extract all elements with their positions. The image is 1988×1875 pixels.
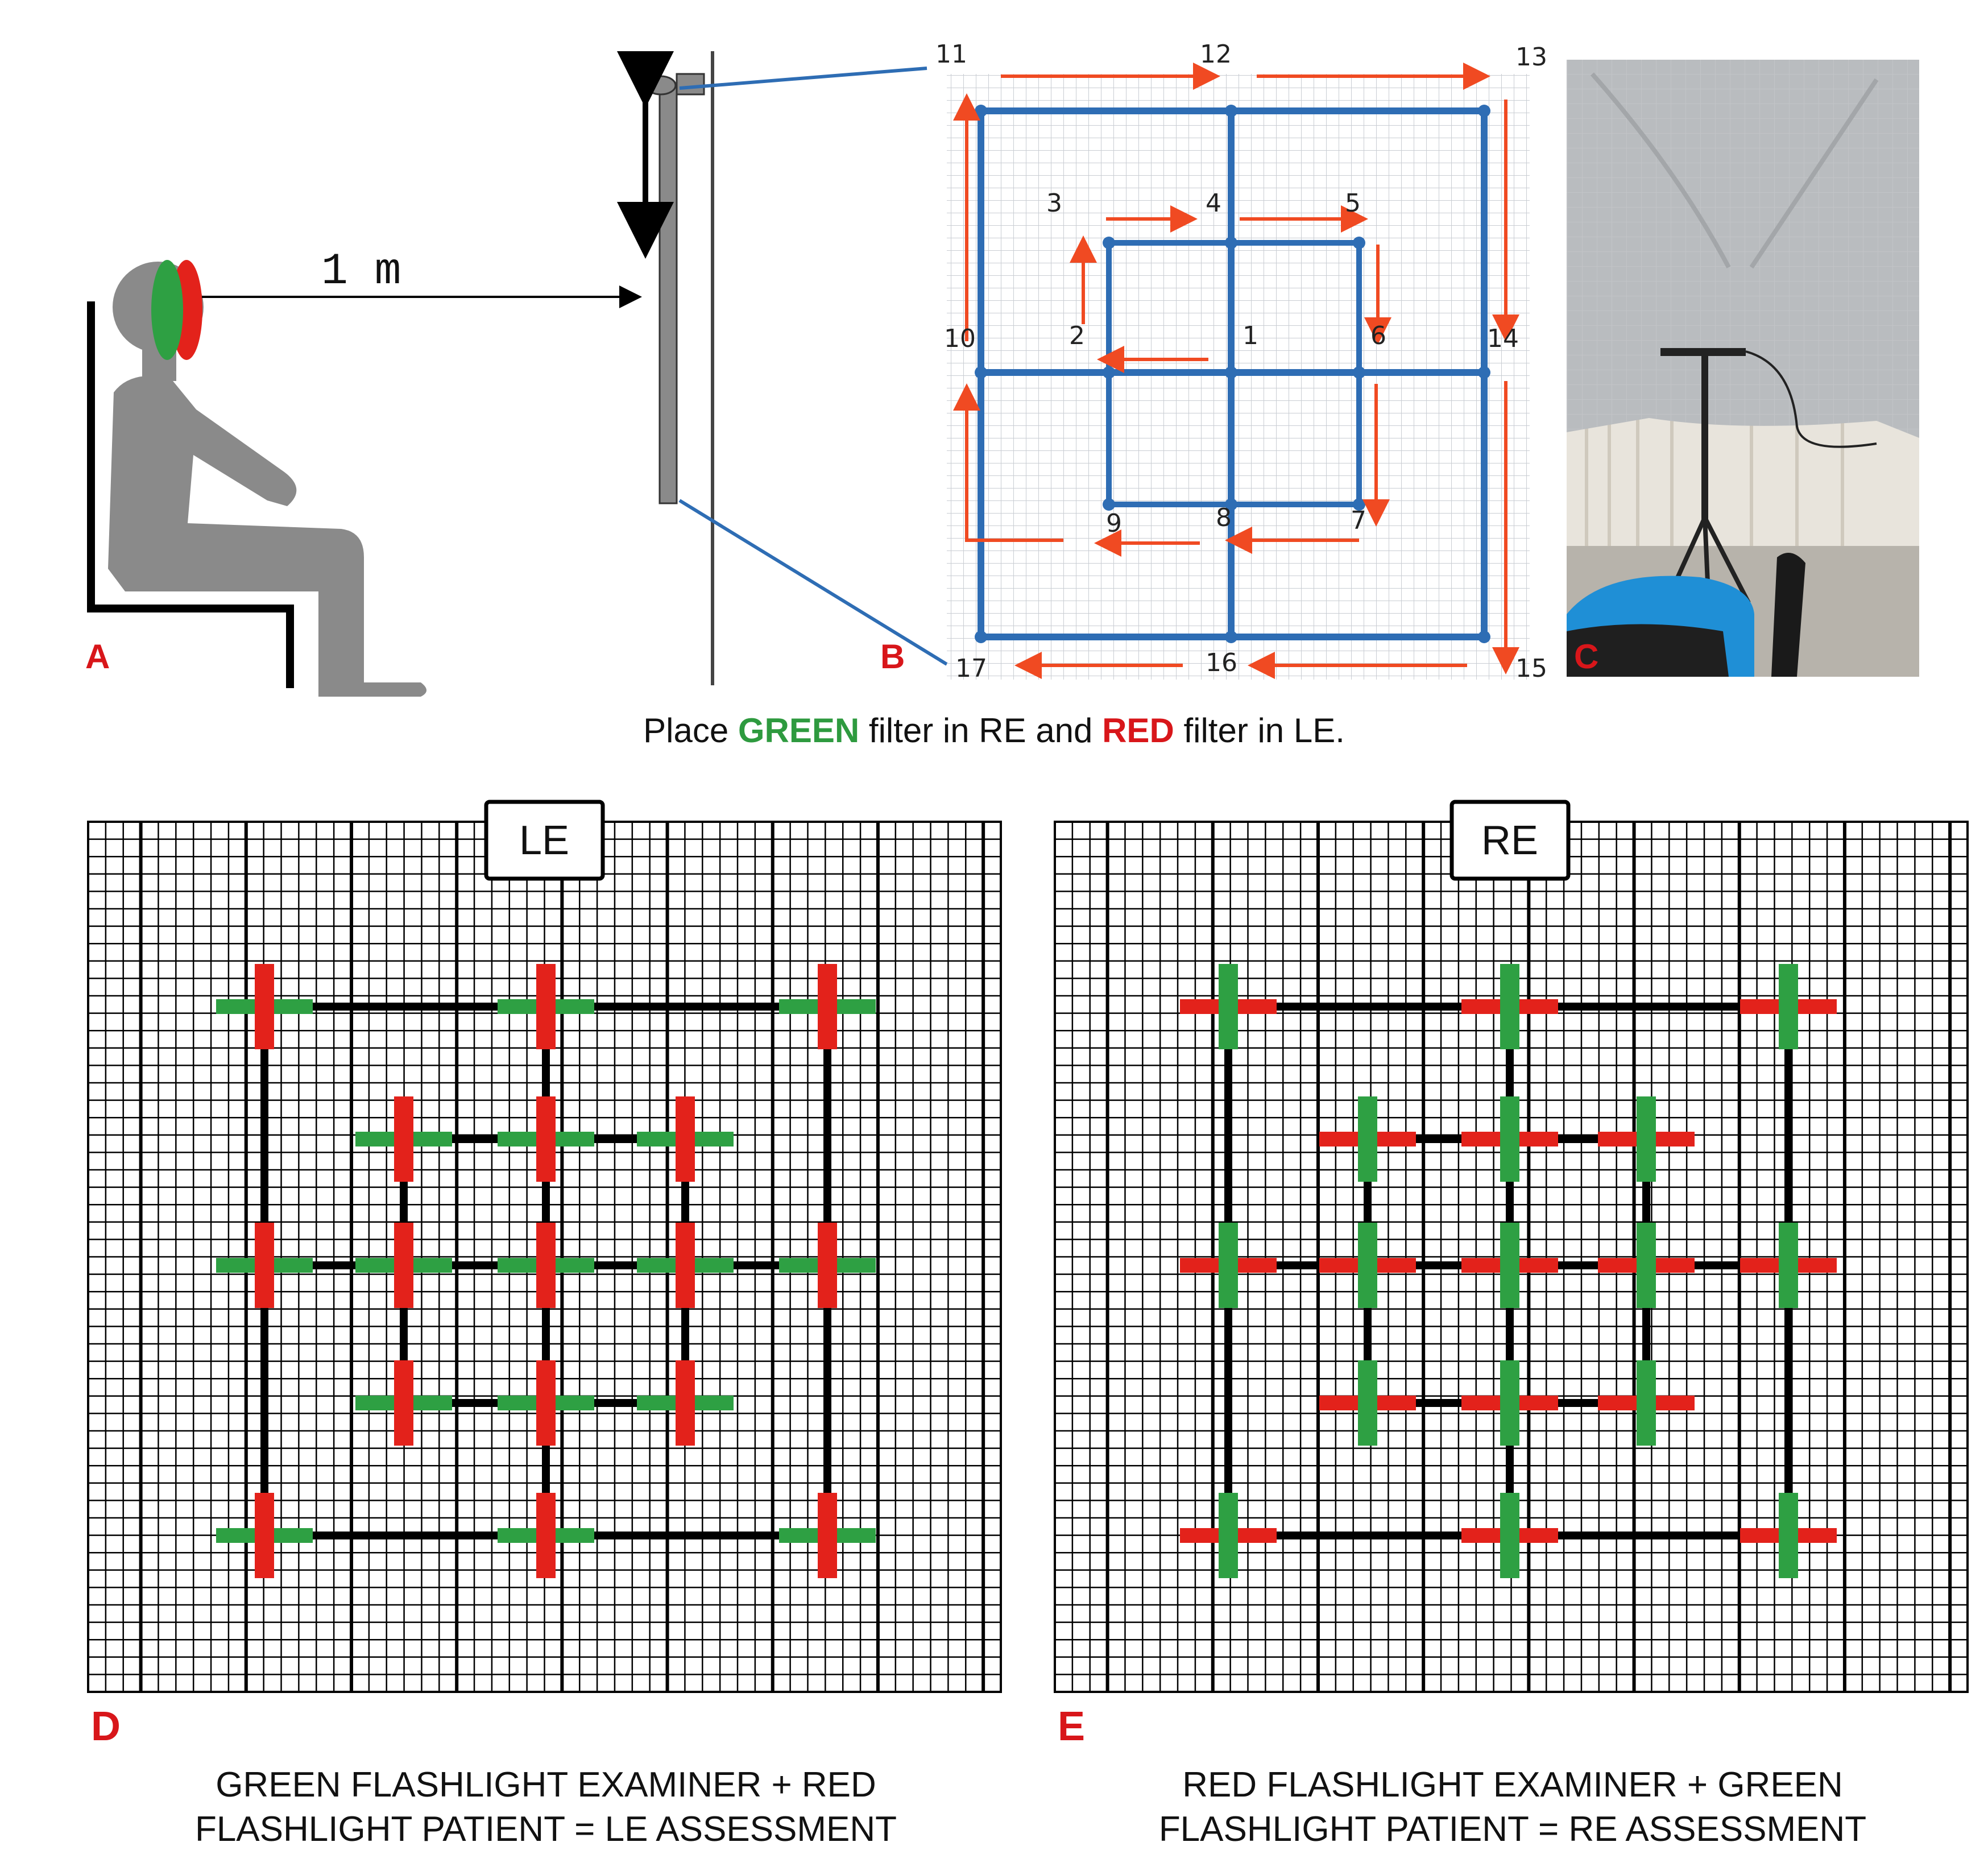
screen-board [658, 84, 678, 504]
vertical-light-bar [1500, 1096, 1519, 1182]
distance-label: 1 m [321, 247, 401, 297]
vertical-light-bar [1637, 1223, 1656, 1308]
vertical-light-bar [394, 1096, 413, 1182]
panel-d-caption: GREEN FLASHLIGHT EXAMINER + RED FLASHLIG… [194, 1765, 897, 1849]
panel-c-photo [1567, 60, 1919, 677]
panel-letter-d: D [91, 1704, 121, 1749]
route-node-dot [975, 631, 987, 643]
panel-letter-c: C [1574, 638, 1598, 676]
vertical-light-bar [1637, 1096, 1656, 1182]
route-point-label: 12 [1200, 40, 1232, 69]
route-node-dot [1353, 498, 1365, 511]
vertical-light-bar [255, 1493, 274, 1578]
le-label-box [484, 800, 605, 881]
vertical-light-bar [1637, 1360, 1656, 1446]
connector-top [679, 67, 927, 90]
green-word: GREEN [738, 711, 860, 750]
vertical-light-bar [1500, 1493, 1519, 1578]
route-point-label: 10 [944, 324, 976, 353]
route-point-label: 3 [1046, 189, 1062, 218]
vertical-light-bar [1500, 1223, 1519, 1308]
panel-a-setup-diagram [87, 51, 714, 697]
panel-e-grid [1054, 821, 1969, 1693]
patient-body [108, 375, 426, 697]
connector-bottom [678, 499, 948, 666]
route-node-dot [1225, 237, 1237, 249]
re-label: RE [1481, 818, 1538, 863]
vertical-light-bar [676, 1360, 695, 1446]
vertical-light-bar [1358, 1096, 1377, 1182]
vertical-light-bar [1779, 1223, 1798, 1308]
vertical-light-bar [1500, 964, 1519, 1049]
route-point-label: 15 [1515, 654, 1547, 683]
vertical-light-bar [1779, 1493, 1798, 1578]
vertical-light-bar [1358, 1223, 1377, 1308]
route-node-dot [1103, 237, 1115, 249]
panel-e-caption: RED FLASHLIGHT EXAMINER + GREEN FLASHLIG… [1158, 1765, 1867, 1849]
route-node-dot [975, 366, 987, 379]
vertical-light-bar [1500, 1360, 1519, 1446]
vertical-light-bar [536, 1360, 556, 1446]
route-point-label: 1 [1242, 321, 1258, 350]
panel-letter-e: E [1058, 1704, 1085, 1749]
vertical-light-bar [536, 964, 556, 1049]
route-point-label: 11 [935, 40, 967, 69]
red-word: RED [1102, 711, 1174, 750]
vertical-light-bar [394, 1360, 413, 1446]
re-label-box [1449, 800, 1571, 881]
le-label: LE [519, 818, 569, 863]
vertical-light-bar [676, 1096, 695, 1182]
route-node-dot [975, 105, 987, 117]
flashlight-device [645, 75, 677, 96]
route-point-label: 17 [955, 654, 987, 683]
vertical-light-bar [1219, 964, 1238, 1049]
route-node-dot [1225, 498, 1237, 511]
vertical-light-bar [1219, 1493, 1238, 1578]
route-node-dot [1353, 237, 1365, 249]
panel-letter-a: A [85, 638, 110, 676]
route-node-dot [1225, 631, 1237, 643]
chair-outline [87, 301, 294, 688]
panel-letter-b: B [880, 638, 905, 676]
projector-mount [676, 73, 705, 96]
route-node-dot [1478, 631, 1490, 643]
route-point-label: 4 [1206, 189, 1221, 218]
route-point-label: 13 [1515, 43, 1547, 72]
filter-instruction: Place GREEN filter in RE and RED filter … [643, 711, 1345, 750]
route-node-dot [1103, 366, 1115, 379]
route-point-label: 6 [1370, 321, 1386, 350]
vertical-light-bar [1358, 1360, 1377, 1446]
panel-d-grid [87, 821, 1002, 1693]
vertical-light-bar [255, 964, 274, 1049]
vertical-light-bar [255, 1223, 274, 1308]
route-point-label: 2 [1069, 321, 1085, 350]
vertical-light-bar [536, 1493, 556, 1578]
vertical-light-bar [1219, 1223, 1238, 1308]
vertical-light-bar [818, 1223, 837, 1308]
route-node-dot [1353, 366, 1365, 379]
vertical-light-bar [818, 964, 837, 1049]
vertical-light-bar [818, 1493, 837, 1578]
route-node-dot [1225, 366, 1237, 379]
vertical-light-bar [394, 1223, 413, 1308]
route-point-label: 7 [1351, 506, 1366, 535]
route-node-dot [1478, 366, 1490, 379]
route-point-label: 14 [1487, 324, 1519, 353]
route-point-label: 8 [1216, 503, 1232, 532]
vertical-light-bar [536, 1223, 556, 1308]
route-node-dot [1478, 105, 1490, 117]
green-filter [151, 260, 183, 360]
vertical-light-bar [1779, 964, 1798, 1049]
vertical-light-bar [676, 1223, 695, 1308]
route-point-label: 9 [1106, 509, 1122, 538]
vertical-light-bar [536, 1096, 556, 1182]
route-point-label: 16 [1206, 648, 1237, 677]
route-node-dot [1225, 105, 1237, 117]
route-point-label: 5 [1345, 189, 1361, 218]
route-node-dot [1103, 498, 1115, 511]
